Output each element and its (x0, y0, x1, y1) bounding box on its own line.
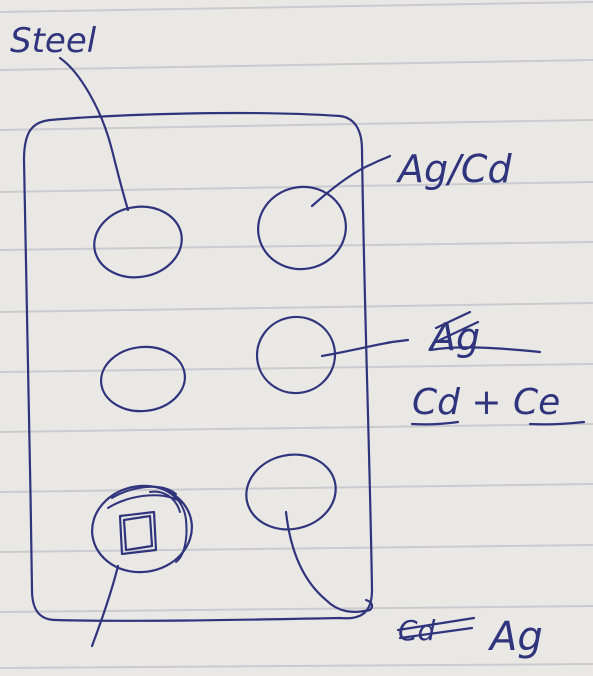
strike-cd (396, 616, 476, 640)
ruled-line (0, 544, 593, 553)
leader-bottom-left (90, 564, 120, 648)
plate-outline (22, 111, 374, 622)
ruled-line (0, 605, 593, 613)
ruled-line (0, 363, 593, 373)
leader-steel (58, 56, 130, 212)
square-specimen-icon (118, 510, 158, 556)
label-ag-cd: Ag/Cd (395, 147, 512, 191)
leader-middle-right (320, 338, 410, 358)
label-cd-struck: Cd (398, 614, 436, 647)
well-bottom-left-scribble (107, 485, 188, 563)
ruled-line (0, 423, 593, 433)
underline-ce (528, 420, 586, 426)
label-cd-ce: Cd + Ce (412, 382, 560, 423)
leader-bottom-right (284, 510, 374, 613)
ruled-line (0, 119, 593, 131)
leader-ag-cd (310, 154, 392, 208)
well-bottom-right (245, 453, 337, 531)
ruled-line (0, 663, 593, 669)
strike-ag (428, 310, 542, 354)
well-bottom-left-outline (91, 484, 193, 574)
label-steel: Steel (10, 21, 97, 61)
underline-cd (410, 420, 460, 426)
ruled-line (0, 302, 593, 313)
label-ag-bottom: Ag (487, 614, 543, 660)
ruled-line (0, 59, 593, 71)
well-top-right (257, 185, 347, 271)
ruled-line (0, 483, 593, 493)
well-middle-right (255, 315, 337, 395)
ruled-line (0, 1, 593, 13)
well-middle-left (99, 345, 187, 413)
label-ag-struck: Ag (427, 315, 480, 359)
well-top-left (93, 205, 183, 279)
ruled-line (0, 241, 593, 251)
well-bottom-left (91, 484, 193, 574)
